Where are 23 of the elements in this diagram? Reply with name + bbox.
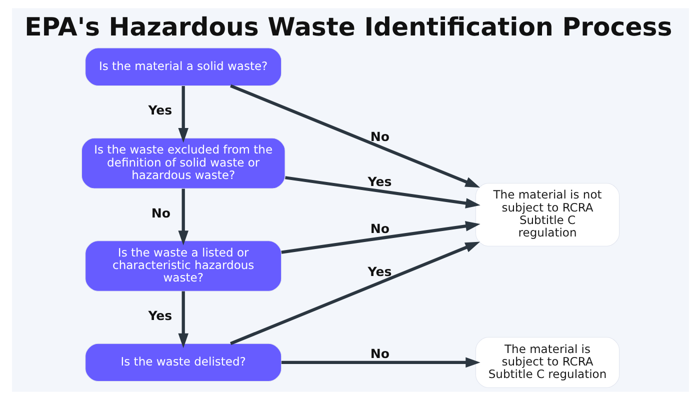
arrow (280, 357, 480, 368)
node-box: The material is subject to RCRA Subtitle C regulation (474, 337, 620, 388)
arrow (178, 291, 188, 348)
edge-label: No (150, 205, 170, 220)
node-box: Is the waste excluded from the definition of solid waste or hazardous waste? (80, 138, 285, 189)
arrow (284, 176, 480, 208)
edge-label: Yes (367, 264, 392, 280)
arrow (230, 84, 480, 188)
edge-label: Yes (148, 102, 172, 118)
arrow (230, 242, 480, 346)
diagram-title: EPA's Hazardous Waste Identification Process (24, 12, 672, 42)
arrow (280, 221, 480, 254)
node-box: Is the waste a listed or characteristic hazardous waste? (84, 240, 282, 292)
node-box: The material is not subject to RCRA Subtitle C regulation (474, 182, 620, 246)
edge-label: No (370, 128, 390, 144)
node-box: Is the waste delisted? (84, 343, 282, 382)
edge-label: No (370, 221, 390, 236)
arrow (178, 188, 188, 246)
edge-label: Yes (148, 308, 172, 324)
node-box: Is the material a solid waste? (84, 48, 282, 86)
arrow (178, 86, 188, 143)
edge-label: No (370, 346, 390, 361)
edge-label: Yes (367, 174, 392, 189)
